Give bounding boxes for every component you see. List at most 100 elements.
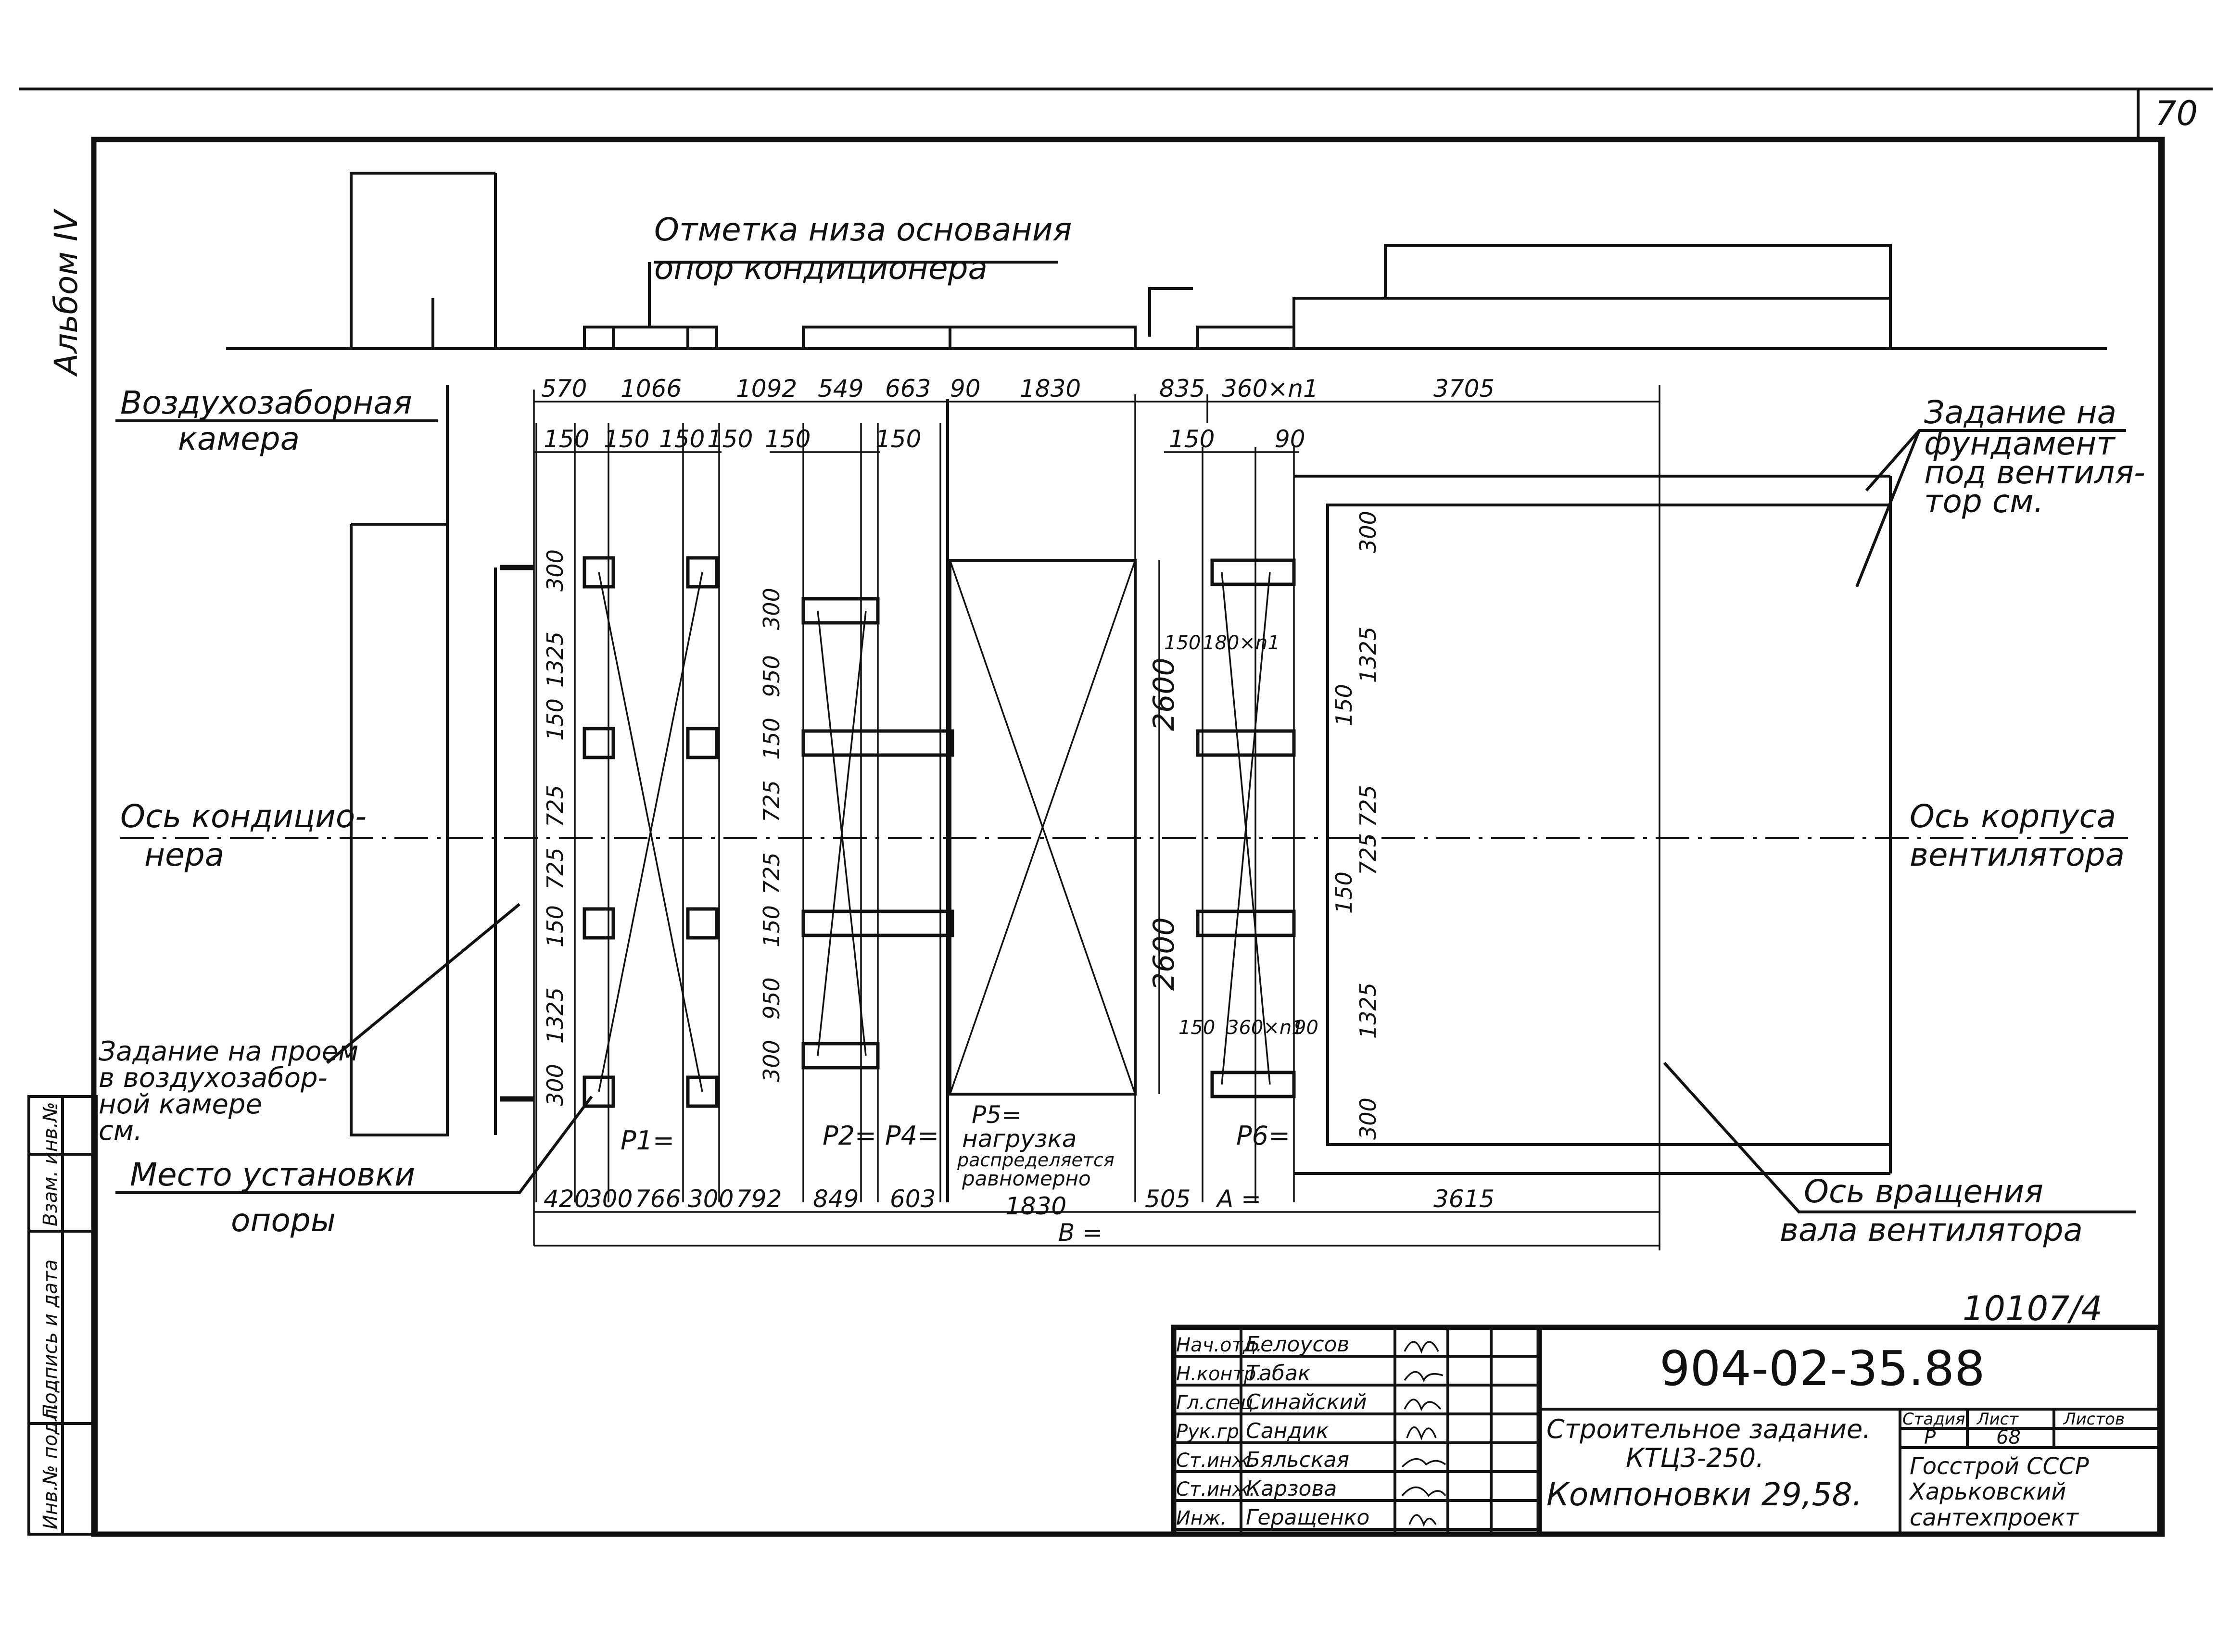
dim-v-right-725b: 725: [1355, 833, 1381, 875]
dim-v-left-300a: 300: [542, 549, 568, 592]
fan-axis-label-1: Ось корпуса: [1910, 798, 2116, 835]
title-block: [1171, 1324, 2163, 1537]
dim-v-mid-725a: 725: [759, 780, 785, 822]
dim-v-left-300b: 300: [542, 1064, 568, 1106]
org-line-3: сантехпроект: [1910, 1504, 2079, 1531]
role-1: Н.контр.: [1176, 1363, 1262, 1385]
dim-150-fan-b: 150: [1178, 1017, 1215, 1039]
stage-value: Р: [1924, 1426, 1936, 1449]
name-3: Сандик: [1246, 1419, 1329, 1443]
base-mark-title-2: опор кондиционера: [654, 250, 988, 287]
dim-bottom-849: 849: [813, 1185, 859, 1213]
foundation-note-3: под вентиля-: [1924, 454, 2145, 491]
load-p5-note-3: равномерно: [962, 1167, 1091, 1190]
dim-sub-90: 90: [1275, 425, 1305, 453]
album-label: Альбом IV: [48, 208, 85, 377]
dim-bottom-792: 792: [736, 1185, 782, 1213]
sheet-value: 68: [1996, 1426, 2021, 1449]
dim-sub-150-f: 150: [875, 425, 921, 453]
dim-top-1066: 1066: [621, 375, 682, 403]
support-leader: [115, 1096, 593, 1194]
dim-90-fan-b: 90: [1294, 1017, 1318, 1039]
intake-chamber: [350, 385, 534, 1136]
dim-v-left-150b: 150: [542, 905, 568, 947]
side-stamp: Инв.№ подл. Подпись и дата Взам. инв.№: [27, 1095, 98, 1536]
dim-v-right-1325b: 1325: [1355, 983, 1381, 1039]
dim-top-663: 663: [885, 375, 931, 403]
dim-v-mid-725b: 725: [759, 852, 785, 895]
stamp-inv-orig: Инв.№ подл.: [39, 1403, 62, 1529]
dim-v-mid-300b: 300: [759, 1040, 785, 1082]
load-p1: P1=: [621, 1125, 674, 1156]
bottom-dimension-chain: [534, 1211, 1660, 1247]
dim-bottom-300a: 300: [587, 1185, 633, 1213]
top-dimension-chain: [533, 385, 1660, 1250]
dim-top-3705: 3705: [1433, 375, 1495, 403]
dim-top-835: 835: [1159, 375, 1205, 403]
dim-v-mid-950a: 950: [759, 655, 785, 697]
dim-bottom-300b: 300: [688, 1185, 734, 1213]
role-0: Нач.отд.: [1176, 1334, 1262, 1356]
foundation-note-1: Задание на: [1924, 394, 2116, 431]
name-1: Табак: [1246, 1361, 1311, 1386]
dim-v-right-150b: 150: [1331, 871, 1357, 914]
dim-bottom-1830: 1830: [1005, 1192, 1066, 1220]
load-p4: P4=: [885, 1121, 939, 1151]
opening-note-2: в воздухозабор-: [99, 1062, 328, 1094]
dim-v-right-1325a: 1325: [1355, 627, 1381, 683]
dim-bottom-603: 603: [890, 1185, 936, 1213]
load-p5-note-2: распределяется: [957, 1149, 1115, 1171]
name-4: Бяльская: [1246, 1448, 1349, 1472]
opening-note-4: см.: [99, 1115, 142, 1147]
desc-line-3: Компоновки 29,58.: [1546, 1476, 1862, 1513]
opening-note-1: Задание на проем: [99, 1036, 358, 1067]
cond-axis-label-1: Ось кондицио-: [120, 798, 367, 835]
dim-bottom-420: 420: [544, 1185, 589, 1213]
support-column-b: [801, 399, 954, 1202]
dim-180n1: 180×n1: [1203, 632, 1280, 654]
name-2: Синайский: [1246, 1390, 1367, 1414]
dim-v-right-300a: 300: [1355, 511, 1381, 553]
role-4: Ст.инж.: [1176, 1450, 1255, 1472]
stamp-replaces-inv: Взам. инв.№: [39, 1102, 62, 1226]
name-0: Белоусов: [1246, 1332, 1349, 1357]
desc-line-1: Строительное задание.: [1546, 1414, 1871, 1444]
stamp-signature-date: Подпись и дата: [39, 1260, 62, 1419]
intake-label-2: камера: [178, 420, 300, 457]
load-p6: P6=: [1236, 1121, 1290, 1151]
role-5: Ст.инж.: [1176, 1478, 1255, 1501]
dim-v-mid-950b: 950: [759, 977, 785, 1020]
dim-v-right-300b: 300: [1355, 1097, 1381, 1140]
base-mark-title-1: Отметка низа основания: [654, 211, 1072, 248]
dim-v-left-150a: 150: [542, 698, 568, 741]
inventory-code: 10107/4: [1963, 1289, 2103, 1328]
shaft-axis-label-1: Ось вращения: [1804, 1173, 2043, 1210]
signatures: [1401, 1341, 1446, 1527]
header-stage: Стадия: [1902, 1410, 1965, 1429]
foundation-leader-2: [1855, 429, 1921, 588]
support-column-c: [1196, 447, 1296, 1202]
dim-v-mid-150b: 150: [759, 905, 785, 947]
opening-leader: [326, 903, 520, 1064]
shaft-axis-label-2: вала вентилятора: [1780, 1211, 2083, 1248]
role-3: Рук.гр.: [1176, 1421, 1245, 1443]
fan-axis-label-2: вентилятора: [1910, 836, 2125, 873]
p5-zone: [949, 559, 1137, 1096]
dim-sub-150-g: 150: [1169, 425, 1215, 453]
opening-note-3: ной камере: [99, 1089, 262, 1120]
load-p2: P2=: [823, 1121, 876, 1151]
dim-top-1830: 1830: [1020, 375, 1081, 403]
load-p5-note-1: нагрузка: [962, 1125, 1077, 1153]
role-6: Инж.: [1176, 1507, 1227, 1529]
doc-code: 904-02-35.88: [1660, 1340, 1985, 1397]
cond-axis-label-2: нера: [144, 836, 224, 873]
dim-v-2600b: 2600: [1147, 917, 1181, 991]
header-sheets: Листов: [2063, 1410, 2125, 1429]
dim-top-90: 90: [950, 375, 981, 403]
role-2: Гл.спец.: [1176, 1392, 1259, 1414]
dim-sub-150-e: 150: [765, 425, 811, 453]
dim-150-fan-a: 150: [1164, 632, 1201, 654]
dim-v-left-1325a: 1325: [542, 631, 568, 688]
dim-bottom-766: 766: [635, 1185, 681, 1213]
